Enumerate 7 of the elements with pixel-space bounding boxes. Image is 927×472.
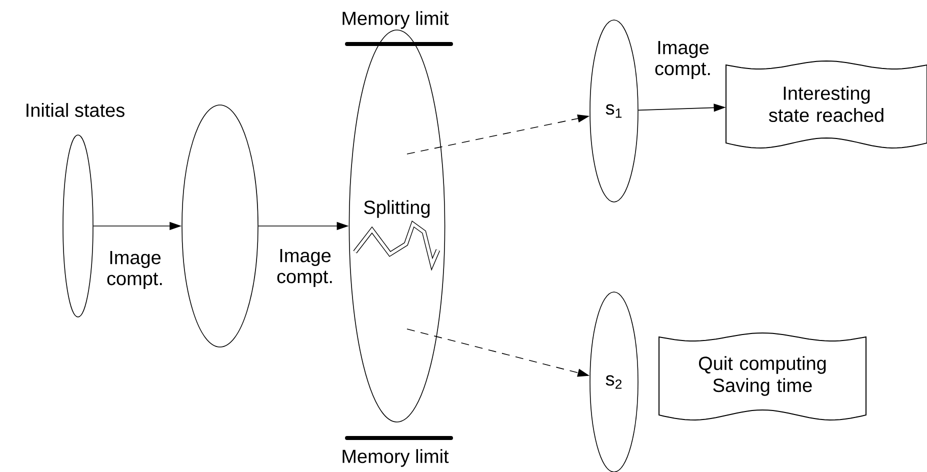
state-set-ellipse <box>62 134 94 318</box>
edge-label: Image compt. <box>277 249 332 287</box>
node-caption: Initial states <box>26 103 124 117</box>
limit-label: Memory limit <box>342 449 449 467</box>
edge-label: Image compt. <box>107 251 162 289</box>
edge-label: Image compt. <box>655 41 710 79</box>
state-set-ellipse <box>182 104 258 348</box>
